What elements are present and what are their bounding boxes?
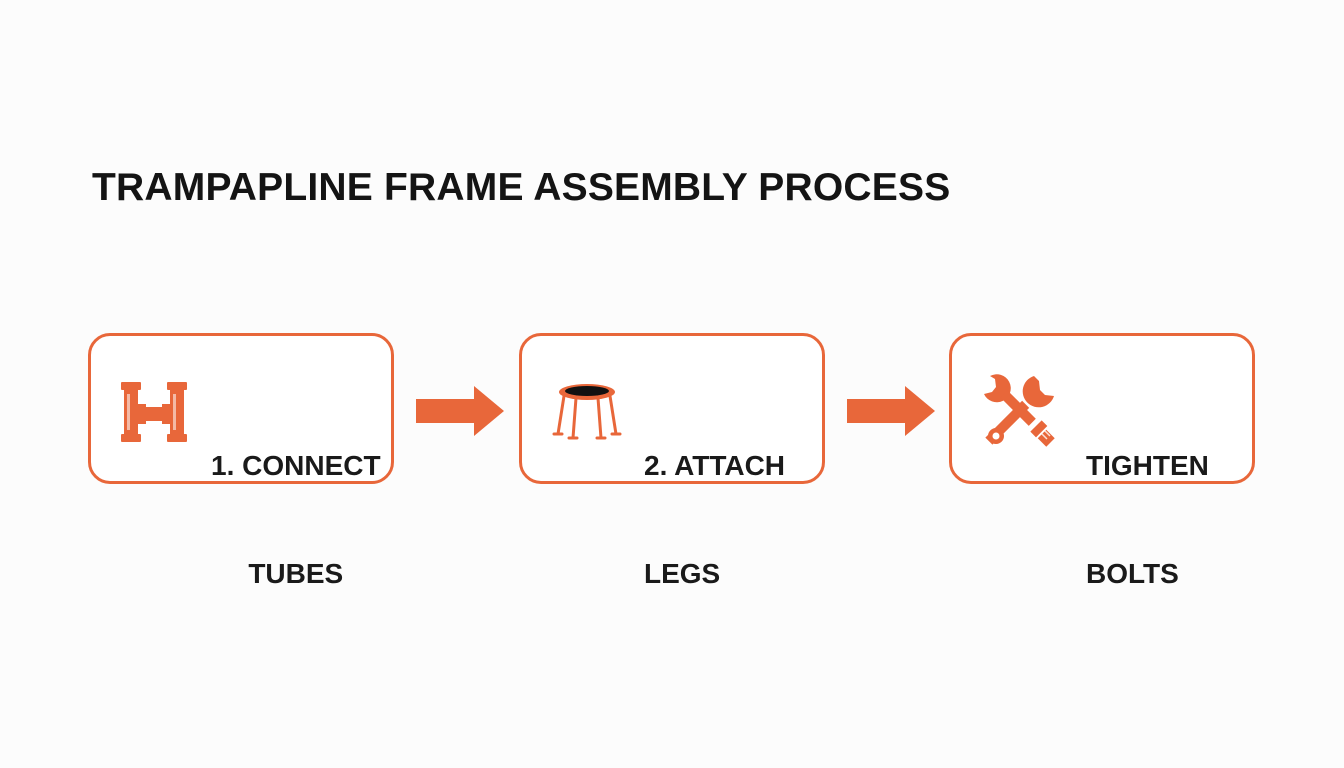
- step-2-box: 2. ATTACH LEGS: [519, 333, 825, 589]
- wrench-bolt-icon: [984, 374, 1055, 447]
- step-3-line1: TIGHTEN: [1086, 450, 1209, 481]
- step-3-line2: BOLTS: [1086, 558, 1179, 589]
- step-1-line2: TUBES: [248, 558, 344, 589]
- step-3-box: TIGHTEN BOLTS: [949, 333, 1255, 589]
- step-2-line1: 2. ATTACH: [644, 450, 786, 481]
- step-2-line2: LEGS: [644, 558, 721, 589]
- arrow-right-icon: [847, 386, 935, 436]
- trampoline-icon: [552, 384, 622, 440]
- page-title: TRAMPAPLINE FRAME ASSEMBLY PROCESS: [92, 166, 951, 209]
- step-1-box: 1. CONNECT TUBES: [88, 333, 394, 589]
- step-1-label: 1. CONNECT TUBES: [211, 376, 381, 664]
- arrow-right-icon: [416, 386, 504, 436]
- pipe-fitting-icon: [121, 382, 187, 442]
- step-2-label: 2. ATTACH LEGS: [644, 376, 785, 664]
- step-3-label: TIGHTEN BOLTS: [1086, 376, 1209, 664]
- step-1-line1: 1. CONNECT: [211, 450, 381, 481]
